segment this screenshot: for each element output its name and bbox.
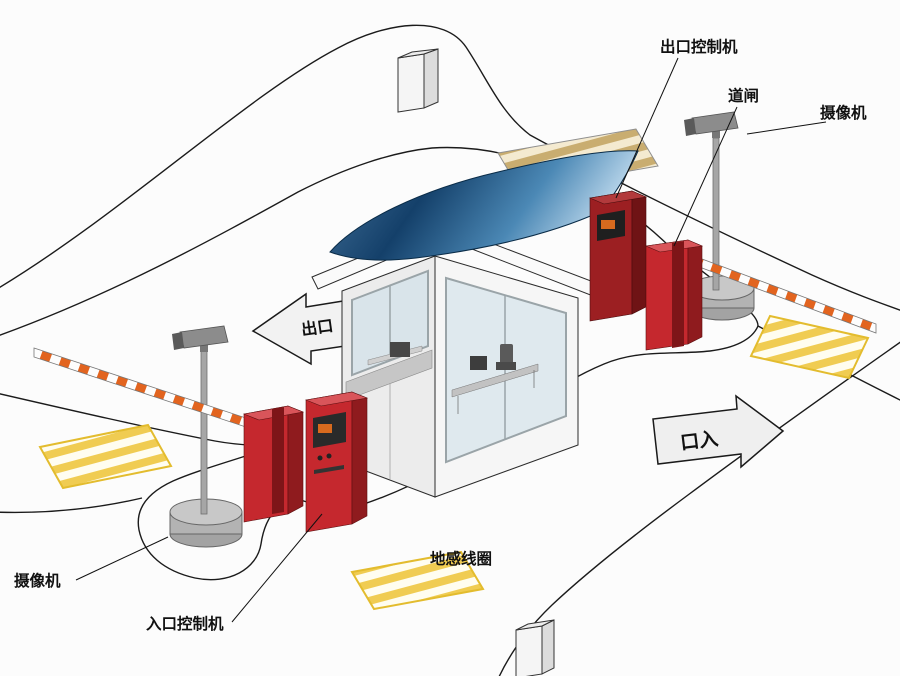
camera-pole-left-shaft: [200, 347, 208, 515]
label-entry-controller: 入口控制机: [146, 614, 224, 633]
entry-arrow-label: 口入: [679, 428, 719, 454]
ground-loop-left: [38, 423, 173, 490]
entry-controller-machine: [304, 391, 369, 533]
camera-right-mount: [712, 130, 720, 138]
booth-interior-desk: [451, 363, 539, 398]
label-exit-controller: 出口控制机: [660, 37, 738, 56]
ground-loop-right: [749, 314, 870, 380]
camera-pole-right: [684, 111, 755, 321]
top-signpost: [397, 48, 439, 113]
entry-arrow-shape: [652, 394, 785, 469]
bottom-signpost-side: [541, 619, 555, 675]
leader-camera-bottom: [75, 536, 169, 581]
entry-barrier-stripe: [272, 407, 284, 514]
exit-controller-front: [589, 190, 633, 322]
top-signpost-front: [397, 53, 425, 113]
camera-left-mount: [200, 344, 208, 352]
booth-interior-monitor: [470, 356, 487, 370]
exit-controller-side: [631, 190, 647, 315]
label-barrier-gate: 道闸: [728, 86, 759, 105]
booth-interior-monitor-left: [390, 342, 410, 357]
leader-camera-top: [746, 121, 827, 135]
leader-exit-controller: [615, 57, 679, 199]
exit-controller-screen: [601, 220, 615, 229]
exit-barrier-side: [687, 239, 703, 345]
bottom-signpost: [515, 619, 555, 676]
road-entry-lane-lower-edge: [0, 497, 143, 514]
bottom-signpost-front: [515, 625, 543, 676]
entry-controller-ticket-slot: [314, 465, 344, 474]
camera-right: [684, 111, 739, 138]
entry-controller-side: [351, 391, 368, 525]
booth-interior: [451, 344, 539, 414]
exit-barrier-machine: [644, 239, 704, 351]
leader-entry-controller: [231, 513, 323, 623]
entry-barrier-side: [287, 405, 304, 515]
booth-interior-chair-seat: [496, 362, 516, 370]
camera-right-lens: [684, 118, 696, 136]
entry-controller-button-2: [326, 453, 332, 459]
top-signpost-side: [423, 48, 439, 109]
exit-controller-machine: [588, 190, 648, 322]
leader-barrier-gate: [673, 106, 738, 247]
entry-direction-arrow: 口入: [652, 394, 785, 469]
entry-controller-screen: [318, 424, 332, 433]
label-camera-top: 摄像机: [820, 103, 867, 122]
bottom-signpost-top: [515, 619, 555, 631]
road-island-teardrop: [137, 442, 294, 581]
entry-controller-top: [304, 391, 369, 407]
camera-left-lens: [172, 332, 184, 350]
camera-right-body: [691, 111, 739, 135]
entry-controller-button-1: [317, 455, 323, 461]
entry-barrier-machine: [242, 405, 305, 523]
ground-loop-bottom: [350, 550, 485, 611]
entry-barrier-arm: [33, 347, 259, 432]
top-signpost-top: [397, 48, 439, 59]
guard-booth: [311, 150, 639, 498]
label-ground-loop: 地感线圈: [430, 549, 492, 568]
exit-barrier-stripe: [672, 241, 684, 348]
label-camera-bottom: 摄像机: [14, 571, 61, 590]
camera-left-body: [179, 325, 229, 349]
exit-arrow-label: 出口: [300, 316, 334, 339]
leader-lines: [75, 57, 827, 623]
camera-pole-left: [169, 325, 243, 548]
booth-interior-chair-back: [500, 344, 513, 364]
camera-left: [172, 325, 229, 352]
road-outer-top-edge: [0, 24, 900, 311]
